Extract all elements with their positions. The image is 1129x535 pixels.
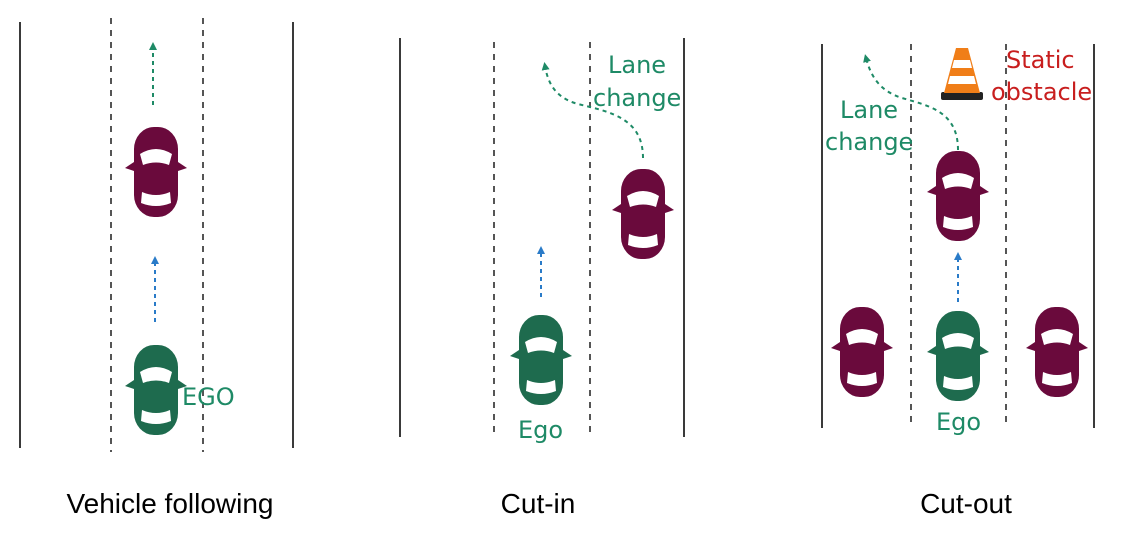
lead-vehicle-car-icon: [125, 127, 187, 217]
adjacent-vehicle-left-car-icon: [831, 307, 893, 397]
caption-cut-out: Cut-out: [920, 488, 1012, 519]
adjacent-vehicle-right-car-icon: [1026, 307, 1088, 397]
static-obstacle-label-line2: obstacle: [991, 78, 1092, 106]
lane-change-label-line2: change: [593, 84, 681, 112]
ego-label: Ego: [518, 416, 563, 444]
static-obstacle-label: Static obstacle: [991, 46, 1092, 106]
static-obstacle-label-line1: Static: [1006, 46, 1075, 74]
lane-change-label-line2: change: [825, 128, 913, 156]
lane-change-label-line1: Lane: [840, 96, 898, 124]
lane-change-label: Lane change: [825, 96, 913, 156]
ego-car-icon: [125, 345, 187, 435]
lane-change-label: Lane change: [593, 51, 681, 112]
panel-vehicle-following: EGO: [19, 18, 294, 452]
panel-cut-in: Lane change Ego: [399, 38, 685, 444]
ego-label: Ego: [936, 408, 981, 436]
cut-out-vehicle-car-icon: [927, 151, 989, 241]
ego-label: EGO: [182, 383, 235, 411]
ego-car-icon: [927, 311, 989, 401]
caption-vehicle-following: Vehicle following: [66, 488, 274, 519]
cut-in-vehicle-car-icon: [612, 169, 674, 259]
ego-car-icon: [510, 315, 572, 405]
lane-change-path-arrow: [863, 54, 959, 151]
caption-cut-in: Cut-in: [500, 488, 576, 519]
panel-cut-out: Static obstacle Lane change Ego: [821, 44, 1095, 436]
lane-change-path-arrow: [541, 62, 644, 159]
traffic-cone-icon: [941, 48, 983, 100]
lane-change-label-line1: Lane: [608, 51, 666, 79]
